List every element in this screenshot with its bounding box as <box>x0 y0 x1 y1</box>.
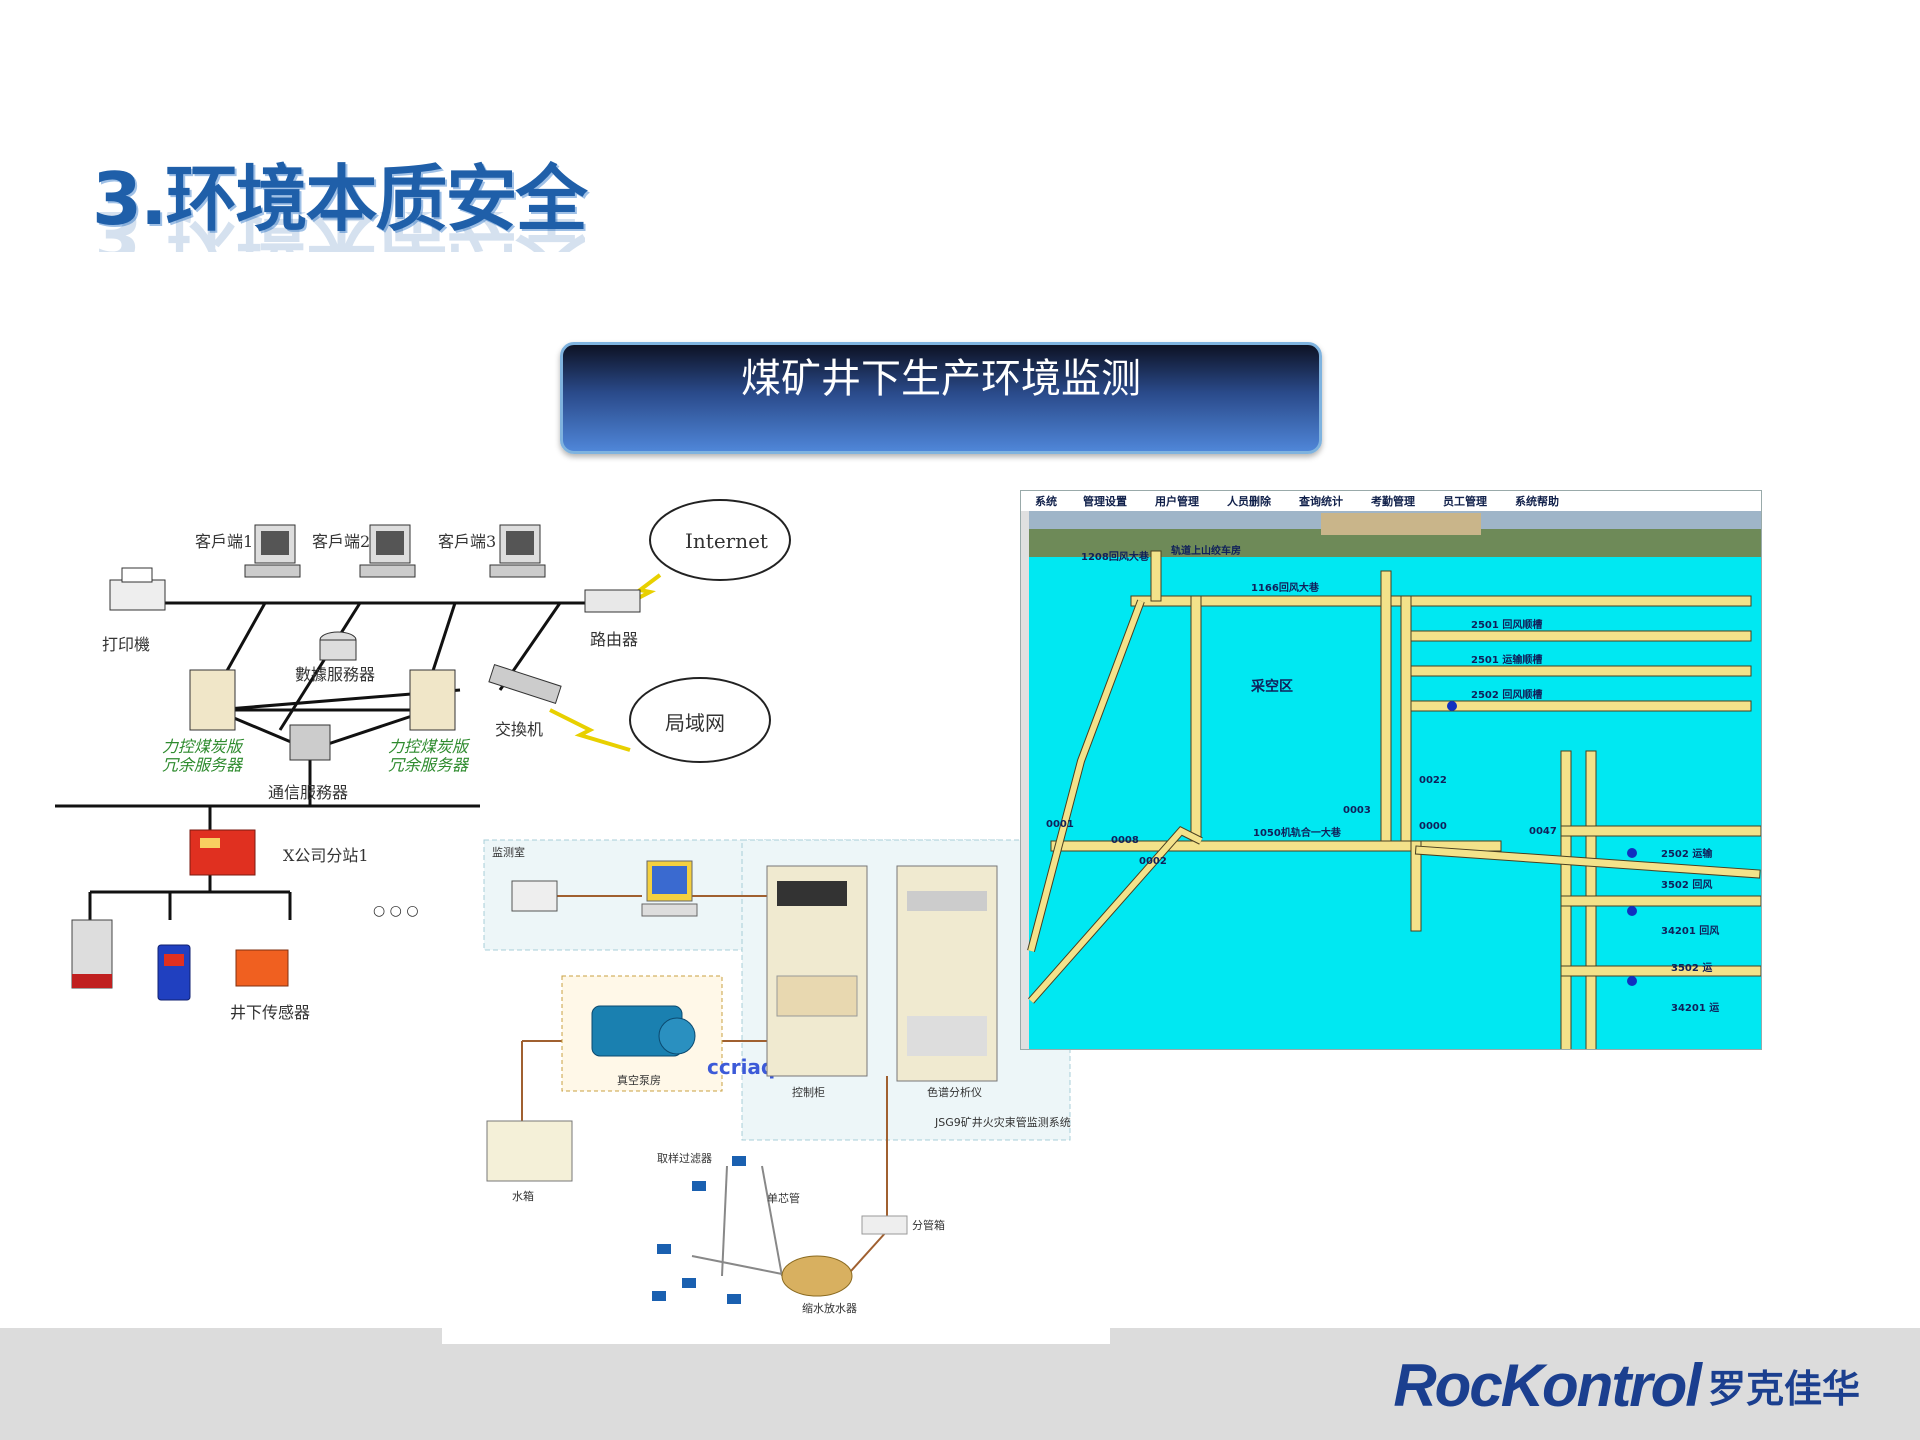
comm-server-label: 通信服務器 <box>268 783 348 802</box>
server-tower-icon <box>409 669 456 731</box>
menu-settings[interactable]: 管理设置 <box>1083 494 1127 508</box>
comm-server-icon <box>289 724 331 761</box>
monitor-room-label: 监测室 <box>492 845 525 859</box>
control-cabinet-label: 控制柜 <box>792 1085 825 1099</box>
footer-overlap <box>442 1328 1110 1344</box>
printer-icon <box>109 567 166 611</box>
map-label: 2502 运输 <box>1661 847 1713 860</box>
water-tank-label: 水箱 <box>512 1189 534 1203</box>
client-1-label: 客戶端1 <box>195 532 253 551</box>
valve-icon <box>682 1278 696 1288</box>
footer-bar <box>0 1328 1920 1440</box>
internet-label: Internet <box>685 529 768 553</box>
switch-label: 交換机 <box>495 720 543 739</box>
substation-label: X公司分站1 <box>283 846 369 865</box>
drain-label: 缩水放水器 <box>802 1301 857 1315</box>
menu-staff[interactable]: 员工管理 <box>1443 494 1487 508</box>
map-label: 0003 <box>1343 805 1371 816</box>
redundant-server-left-label: 力控煤炭版冗余服务器 <box>162 737 245 774</box>
chromatograph-label: 色谱分析仪 <box>927 1085 982 1099</box>
client-computer-icon <box>244 524 301 578</box>
handheld-sensor-icon <box>157 944 191 1001</box>
map-label: 2501 运输顺槽 <box>1471 653 1542 666</box>
server-tower-icon <box>189 669 236 731</box>
map-label: 2501 回风顺槽 <box>1471 618 1542 631</box>
sensors-label: 井下传感器 <box>230 1003 310 1022</box>
network-diagram: 客戶端1 客戶端2 客戶端3 打印機 Internet 路由器 數據服務器 力控… <box>50 480 810 1040</box>
client-2-label: 客戶端2 <box>312 532 370 551</box>
client-computer-icon <box>489 524 546 578</box>
system-name-label: JSG9矿井火灾束管监测系统 <box>934 1115 1071 1129</box>
redundant-server-right-label: 力控煤炭版冗余服务器 <box>388 737 471 774</box>
drain-tank-icon <box>781 1255 853 1297</box>
map-label: 3502 运 <box>1671 962 1712 974</box>
map-label: 0008 <box>1111 835 1139 846</box>
map-label: 0022 <box>1419 775 1447 786</box>
map-label: 1208回风大巷 <box>1081 550 1150 563</box>
valve-icon <box>692 1181 706 1191</box>
chromatograph-icon <box>896 865 998 1082</box>
client-3-label: 客戶端3 <box>438 532 496 551</box>
router-icon <box>584 589 641 613</box>
sensor-box-icon <box>235 949 289 987</box>
control-cabinet-icon <box>766 865 868 1077</box>
monitor-computer-icon <box>641 860 698 917</box>
substation-icon <box>189 829 256 876</box>
single-tube-label: 单芯管 <box>767 1191 800 1205</box>
gas-sensor-icon <box>71 919 113 989</box>
map-label: 0001 <box>1046 819 1074 830</box>
map-label: 0047 <box>1529 826 1557 837</box>
menu-attendance[interactable]: 考勤管理 <box>1371 494 1415 508</box>
vacuum-pump-icon <box>591 1005 696 1057</box>
gas-monitoring-diagram: 监测室 真空泵房 ccriaq.com 控制柜 色谱分析仪 JSG9矿井火灾束管… <box>442 836 1110 1336</box>
map-label: 34201 运 <box>1671 1002 1719 1014</box>
map-label: 2502 回风顺槽 <box>1471 688 1542 701</box>
internet-cloud-icon <box>649 499 791 581</box>
database-server-icon <box>319 631 357 661</box>
lan-cloud-icon <box>629 677 771 763</box>
map-label: 0002 <box>1139 856 1167 867</box>
map-label: 1050机轨合一大巷 <box>1253 826 1342 839</box>
client-computer-icon <box>359 524 416 578</box>
valve-icon <box>657 1244 671 1254</box>
logo-text-cn: 罗克佳华 <box>1707 1366 1860 1411</box>
valve-icon <box>732 1156 746 1166</box>
router-label: 路由器 <box>590 630 638 649</box>
section-banner: 煤矿井下生产环境监测 <box>560 342 1322 454</box>
company-logo: RocKontrol 罗克佳华 <box>1393 1350 1860 1420</box>
printer-label: 打印機 <box>102 635 150 654</box>
map-label: 3502 回风 <box>1661 879 1712 891</box>
slide-title: 3.环境本质安全 <box>92 157 587 241</box>
splitter-box-icon <box>861 1215 908 1235</box>
slide-title-reflection: 3.环境本质安全 <box>92 212 585 252</box>
map-label: 轨道上山绞车房 <box>1171 544 1241 557</box>
db-server-label: 數據服務器 <box>295 665 375 684</box>
filter-label: 取样过滤器 <box>657 1151 712 1165</box>
valve-icon <box>727 1294 741 1304</box>
mine-map-window: 系统 管理设置 用户管理 人员删除 查询统计 考勤管理 员工管理 系统帮助 12… <box>1020 490 1762 1050</box>
logo-text-en: RocKontrol <box>1393 1351 1702 1419</box>
map-label: 采空区 <box>1250 678 1293 695</box>
menu-delete[interactable]: 人员删除 <box>1227 494 1272 508</box>
pump-room-label: 真空泵房 <box>617 1073 661 1087</box>
map-label: 34201 回风 <box>1661 925 1719 937</box>
printer-icon <box>511 880 558 912</box>
valve-icon <box>652 1291 666 1301</box>
switch-icon <box>488 663 562 705</box>
menu-users[interactable]: 用户管理 <box>1155 494 1199 508</box>
menu-system[interactable]: 系统 <box>1035 494 1057 508</box>
menu-query[interactable]: 查询统计 <box>1299 494 1343 508</box>
map-label: 0000 <box>1419 821 1447 832</box>
lan-label: 局域网 <box>665 711 725 735</box>
map-label: 1166回风大巷 <box>1251 581 1320 594</box>
ellipsis-label: ○ ○ ○ <box>373 903 419 919</box>
menu-help[interactable]: 系统帮助 <box>1515 494 1559 508</box>
splitter-label: 分管箱 <box>912 1218 945 1232</box>
water-tank-icon <box>486 1120 573 1182</box>
